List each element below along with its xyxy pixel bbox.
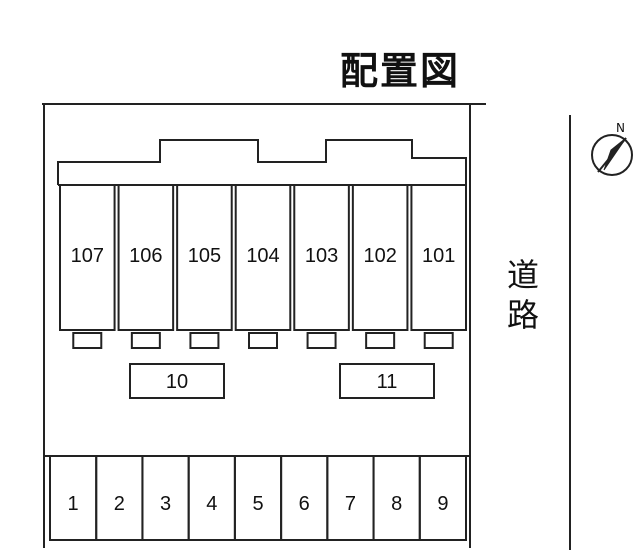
unit-105: 105 — [176, 184, 233, 349]
unit-meter-box — [365, 332, 396, 349]
parking-space-box — [418, 455, 467, 541]
parking-space-6: 6 — [280, 455, 329, 541]
unit-102: 102 — [351, 184, 409, 349]
page-title: 配置図 — [340, 49, 461, 93]
bike-parking-10: 10 — [129, 363, 225, 399]
bike-parking-label: 11 — [377, 371, 398, 393]
parking-space-label: 3 — [160, 493, 171, 515]
unit-meter-box — [130, 332, 161, 349]
parking-space-8: 8 — [372, 455, 421, 541]
road-char-1: 道 — [506, 256, 539, 294]
bike-layer: 10 11 — [129, 363, 435, 399]
parking-space-5: 5 — [233, 455, 283, 541]
unit-box — [410, 184, 467, 331]
bike-parking-box — [129, 363, 225, 399]
bike-parking-11: 11 — [339, 363, 435, 399]
unit-meter-box — [189, 332, 220, 349]
parking-space-9: 9 — [418, 455, 467, 541]
parking-space-4: 4 — [187, 455, 236, 541]
unit-107: 107 — [59, 184, 116, 349]
unit-104: 104 — [234, 184, 292, 349]
unit-box — [117, 184, 175, 331]
road-label: 道 路 — [505, 255, 541, 335]
parking-space-label: 5 — [252, 493, 263, 515]
unit-101: 101 — [410, 184, 467, 349]
parking-space-2: 2 — [95, 455, 144, 541]
unit-103: 103 — [293, 184, 350, 349]
compass-icon: N — [591, 121, 633, 176]
parking-space-3: 3 — [141, 455, 190, 541]
unit-meter-box — [248, 332, 278, 349]
unit-label: 106 — [129, 245, 162, 267]
bike-parking-label: 10 — [166, 371, 188, 393]
parking-space-1: 1 — [49, 455, 98, 541]
parking-space-label: 2 — [114, 493, 125, 515]
bike-parking-box — [339, 363, 435, 399]
unit-106: 106 — [117, 184, 175, 349]
parking-space-label: 8 — [391, 493, 402, 515]
unit-label: 101 — [422, 245, 455, 267]
parking-space-7: 7 — [326, 455, 375, 541]
parking-layer: 1 2 3 4 5 6 7 8 9 — [49, 455, 467, 541]
unit-box — [176, 184, 233, 331]
units-layer: 107 106 105 104 103 102 101 — [59, 184, 467, 349]
unit-box — [351, 184, 409, 331]
compass-north-label: N — [616, 121, 625, 135]
parking-space-label: 9 — [437, 493, 448, 515]
unit-meter-box — [306, 332, 337, 349]
parking-space-label: 7 — [345, 493, 356, 515]
unit-label: 107 — [71, 245, 104, 267]
parking-space-label: 1 — [68, 493, 79, 515]
unit-box — [234, 184, 292, 331]
unit-label: 102 — [363, 245, 396, 267]
parking-space-label: 4 — [206, 493, 217, 515]
unit-meter-box — [72, 332, 103, 349]
unit-label: 105 — [188, 245, 221, 267]
parking-space-label: 6 — [299, 493, 310, 515]
building-roof — [57, 139, 467, 185]
unit-meter-box — [423, 332, 454, 349]
road-char-2: 路 — [506, 296, 539, 334]
unit-label: 104 — [246, 245, 279, 267]
unit-box — [293, 184, 350, 331]
unit-box — [59, 184, 116, 331]
unit-label: 103 — [305, 245, 338, 267]
